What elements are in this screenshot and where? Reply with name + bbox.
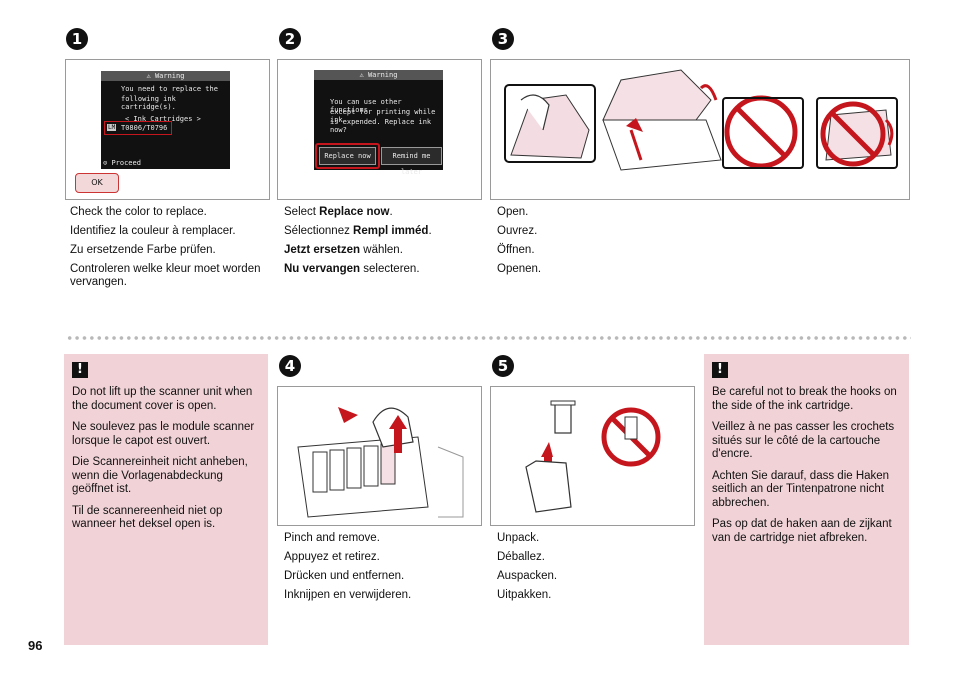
page-number: 96 xyxy=(28,638,43,653)
cartridge-pinch-drawing xyxy=(297,407,464,518)
lcd-line-1: You need to replace the xyxy=(121,85,218,93)
caption-de: Jetzt ersetzen wählen. xyxy=(284,244,403,256)
step-2-number: 2 xyxy=(279,28,301,50)
lcd-screen-warning-2: ⚠ Warning You can use other functions ex… xyxy=(314,70,443,176)
caption-nl: Uitpakken. xyxy=(497,589,552,601)
color-code: LM xyxy=(107,124,117,131)
note-en: Do not lift up the scanner unit when the… xyxy=(72,386,253,412)
lcd2-line-3: is expended. Replace ink now? xyxy=(330,118,432,134)
step-3-caption: Open. Ouvrez. Öffnen. Openen. xyxy=(497,206,692,282)
note-en: Be careful not to break the hooks on the… xyxy=(712,386,897,412)
lcd2-line-2: except for printing while ink xyxy=(330,108,436,124)
caption-de: Drücken und entfernen. xyxy=(284,570,405,582)
caption-nl: Inknijpen en verwijderen. xyxy=(284,589,412,601)
caption-en: Open. xyxy=(497,206,529,218)
step-1-caption: Check the color to replace. Identifiez l… xyxy=(70,206,265,295)
step-3-number: 3 xyxy=(492,28,514,50)
replace-highlight xyxy=(315,143,380,169)
caption-fr: Sélectionnez Rempl imméd. xyxy=(284,225,432,237)
lcd-title: Warning xyxy=(154,72,185,80)
step-4-number: 4 xyxy=(279,355,301,377)
lcd-header: ⚠ Warning xyxy=(101,71,230,81)
cartridge-highlight xyxy=(104,121,172,135)
cartridge-unpack-drawing xyxy=(525,400,661,513)
lcd-title-2: Warning xyxy=(367,71,398,79)
step-3-illustration xyxy=(490,59,910,200)
caution-icon: ! xyxy=(72,362,88,378)
note-fr: Veillez à ne pas casser les crochets sit… xyxy=(712,421,895,460)
step-5-illustration xyxy=(490,386,695,526)
cartridge-name: T0806/T0796 xyxy=(121,124,168,132)
lcd2-line-1: You can use other functions xyxy=(330,98,402,114)
step-5-number: 5 xyxy=(492,355,514,377)
section-divider xyxy=(66,335,911,341)
caption-en: Check the color to replace. xyxy=(70,206,207,218)
caption-nl: Nu vervangen selecteren. xyxy=(284,263,420,275)
lcd-line-3: < Ink Cartridges > xyxy=(125,115,201,123)
note-fr: Ne soulevez pas le module scanner lorsqu… xyxy=(72,421,255,447)
step-2-illustration: ⚠ Warning You can use other functions ex… xyxy=(277,59,482,200)
caption-de: Öffnen. xyxy=(497,244,535,256)
note-box-scanner: ! Do not lift up the scanner unit when t… xyxy=(64,354,268,645)
caption-en: Select Replace now. xyxy=(284,206,393,218)
lcd-line-2: following ink cartridge(s). xyxy=(121,95,176,111)
replace-now-button[interactable]: Replace now xyxy=(319,147,376,165)
caution-icon: ! xyxy=(712,362,728,378)
note-text: Do not lift up the scanner unit when the… xyxy=(72,386,264,540)
ok-button[interactable]: OK xyxy=(75,173,119,193)
note-de: Achten Sie darauf, dass die Haken seitli… xyxy=(712,469,890,509)
proceed-text: Proceed xyxy=(111,159,141,167)
note-box-hooks: ! Be careful not to break the hooks on t… xyxy=(704,354,909,645)
step-1-illustration: ⚠ Warning You need to replace the follow… xyxy=(65,59,270,200)
caption-de: Auspacken. xyxy=(497,570,558,582)
caption-fr: Appuyez et retirez. xyxy=(284,551,380,563)
caption-nl: Openen. xyxy=(497,263,542,275)
caption-de: Zu ersetzende Farbe prüfen. xyxy=(70,244,216,256)
caption-fr: Déballez. xyxy=(497,551,545,563)
step-2-caption: Select Replace now. Sélectionnez Rempl i… xyxy=(284,206,479,282)
caption-en: Unpack. xyxy=(497,532,540,544)
step-4-illustration xyxy=(277,386,482,526)
remind-later-button[interactable]: Remind me later xyxy=(381,147,442,176)
caption-en: Pinch and remove. xyxy=(284,532,380,544)
caption-nl: Controleren welke kleur moet worden verv… xyxy=(70,263,261,288)
note-de: Die Scannereinheit nicht anheben, wenn d… xyxy=(72,456,248,495)
proceed-label: ⊙ Proceed xyxy=(103,159,141,167)
lcd-screen-warning: ⚠ Warning You need to replace the follow… xyxy=(101,71,230,169)
caption-fr: Identifiez la couleur à remplacer. xyxy=(70,225,236,237)
note-text: Be careful not to break the hooks on the… xyxy=(712,386,906,553)
caption-fr: Ouvrez. xyxy=(497,225,538,237)
step-1-number: 1 xyxy=(66,28,88,50)
lcd-header-2: ⚠ Warning xyxy=(314,70,443,80)
printer-opening-drawing xyxy=(504,69,898,171)
step-5-caption: Unpack. Déballez. Auspacken. Uitpakken. xyxy=(497,532,692,608)
step-4-caption: Pinch and remove. Appuyez et retirez. Dr… xyxy=(284,532,479,608)
note-nl: Til de scannereenheid niet op wanneer he… xyxy=(72,504,223,531)
note-nl: Pas op dat de haken aan de zijkant van d… xyxy=(712,518,892,544)
